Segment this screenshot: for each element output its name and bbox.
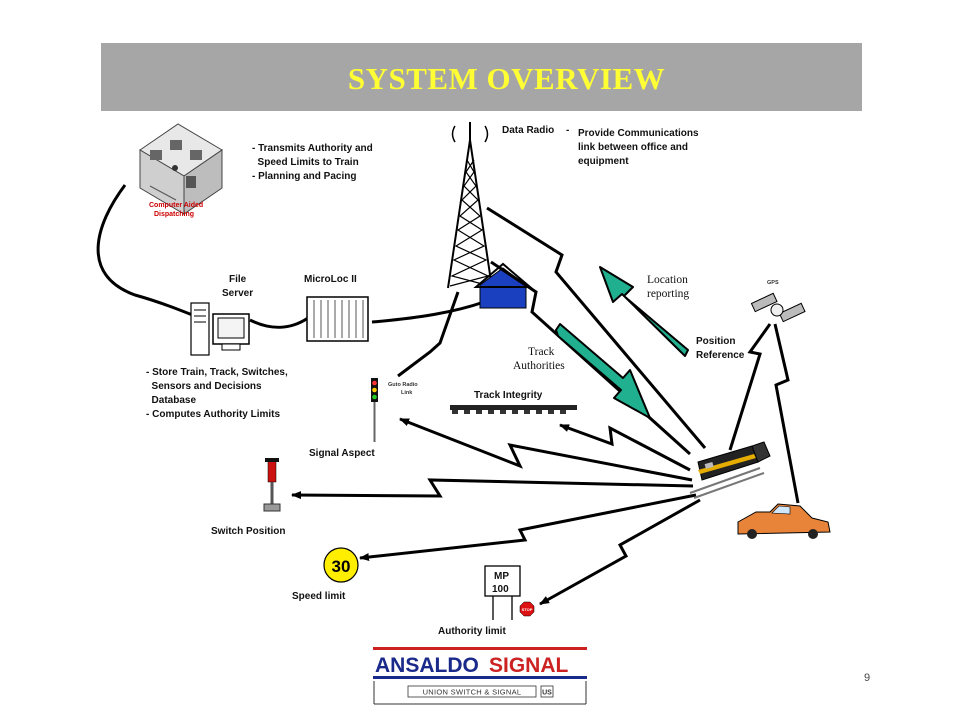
cad-note-3: - Planning and Pacing [252,171,356,182]
data-radio-note-2: link between office and [578,142,688,153]
mp-sign-line2: 100 [492,584,509,595]
database-note-2: Sensors and Decisions [146,381,262,392]
link-train-to-track-integrity [559,423,691,472]
cad-label-line1: Computer Aided [149,202,203,209]
cable-microloc-to-tower [371,300,485,324]
switch-stand-icon [263,458,281,512]
file-server-label-line1: File [229,274,247,285]
data-radio-note-1: Provide Communications [578,128,699,139]
switch-position-label: Switch Position [211,526,285,537]
track-integrity-icon [450,405,577,414]
file-server-label-line2: Server [222,288,253,299]
cad-note-1: - Transmits Authority and [252,143,373,154]
database-note-3: Database [146,395,196,406]
speed-limit-label: Speed limit [292,591,346,602]
radio-link-label-line1: Guto Radio [388,382,418,388]
position-reference-line1: Position [696,336,735,347]
track-authorities-line1: Track [528,346,555,358]
microloc-rack-icon [306,296,369,342]
signal-icon [371,378,378,442]
logo-subtitle: UNION SWITCH & SIGNAL [423,688,522,697]
radio-link-gps-to-truck [773,323,800,504]
title-bar: SYSTEM OVERVIEW [101,43,862,111]
gps-label: GPS [767,280,779,286]
track-authorities-arrow [555,323,651,419]
position-reference-line2: Reference [696,350,745,361]
logo-brand-part2: SIGNAL [489,654,569,677]
link-train-to-switch [291,478,694,500]
link-train-to-authority-limit [539,498,701,606]
link-train-to-signal [399,417,693,482]
data-radio-note-3: equipment [578,156,629,167]
stop-sign-icon [519,601,535,617]
data-radio-label: Data Radio [502,125,554,136]
track-authorities-line2: Authorities [513,360,565,372]
mp-sign-line1: MP [494,571,509,582]
cable-server-to-microloc [249,316,309,329]
logo-brand-part1: ANSALDO [375,654,479,677]
stop-sign-text: STOP [522,607,533,612]
logo-mark: US [542,690,552,697]
gps-satellite-icon [750,292,806,323]
radio-tower-icon [447,122,493,289]
cad-workstation-icon [139,123,223,215]
hi-rail-truck-icon [737,503,831,539]
cad-note-2: Speed Limits to Train [252,157,359,168]
data-radio-dash: - [566,125,569,136]
slide-title: SYSTEM OVERVIEW [347,61,666,96]
radio-link-label-line2: Link [401,390,413,396]
location-reporting-line1: Location [647,274,688,286]
database-note-4: - Computes Authority Limits [146,409,281,420]
cad-label-line2: Dispatching [154,211,194,218]
link-train-to-speed-limit [359,493,697,562]
radio-link-tower-to-signal [397,291,460,378]
page-number: 9 [864,672,871,684]
radio-link-gps-to-train [728,323,772,451]
authority-limit-label: Authority limit [438,626,506,637]
signal-aspect-label: Signal Aspect [309,448,375,459]
location-reporting-line2: reporting [647,288,689,300]
microloc-label: MicroLoc II [304,274,357,285]
database-note-1: - Store Train, Track, Switches, [146,367,288,378]
mp-sign-icon [484,565,521,620]
ansaldo-signal-logo: ANSALDO SIGNAL UNION SWITCH & SIGNAL US [373,647,587,705]
radio-link-tower-to-train-2 [490,260,692,456]
speed-limit-value: 30 [332,557,351,576]
cable-cad-to-server [96,184,201,320]
file-server-icon [190,302,250,356]
speed-limit-sign-icon [323,547,359,583]
location-reporting-arrow [599,266,689,357]
track-integrity-label: Track Integrity [474,390,543,401]
locomotive-icon [689,441,771,499]
radio-link-tower-to-train-1 [486,206,707,449]
